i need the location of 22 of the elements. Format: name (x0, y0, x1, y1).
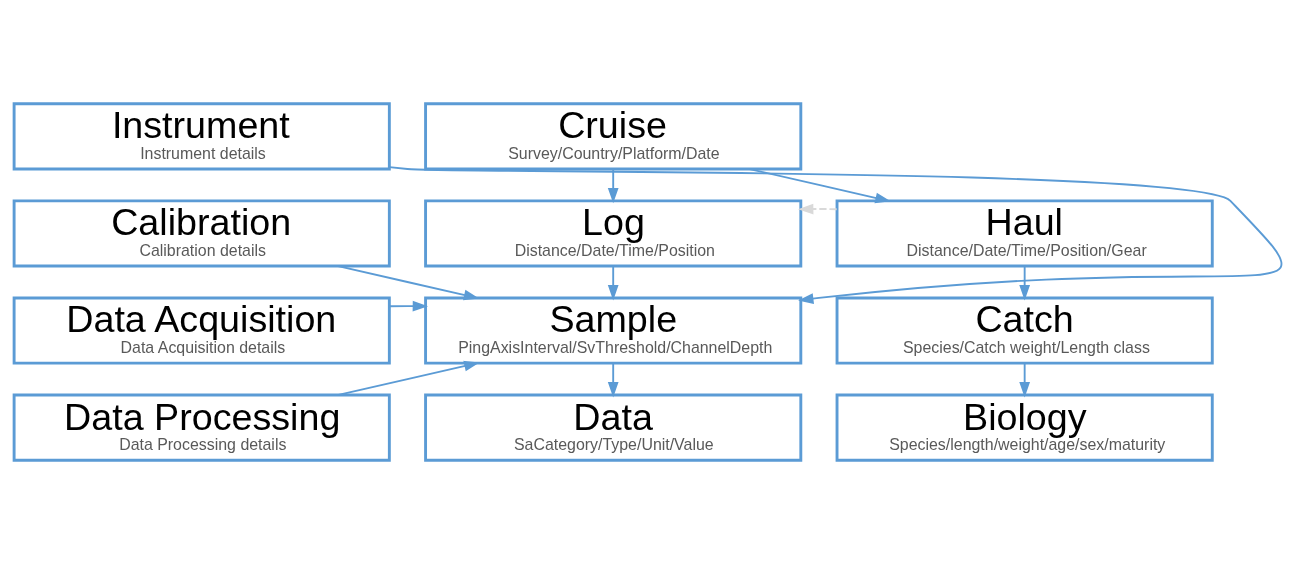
arrow (1019, 264, 1031, 300)
arrow (388, 165, 1283, 304)
node-box: Biology Species/length/weight/age/sex/maturity (835, 393, 1214, 462)
node-box: Cruise Survey/Country/Platform/Date (424, 101, 803, 170)
arrow (337, 360, 480, 396)
arrow (748, 167, 891, 203)
arrow (388, 300, 429, 311)
arrow (798, 203, 838, 214)
node-box: Haul Distance/Date/Time/Position/Gear (835, 198, 1214, 267)
arrow (607, 264, 619, 300)
node-box: Calibration Calibration details (12, 198, 391, 267)
node-box: Data Acquisition Data Acquisition details (12, 296, 391, 365)
node-box: Sample PingAxisInterval/SvThreshold/ChannelDepth (424, 296, 803, 365)
node-box: Catch Species/Catch weight/Length class (835, 296, 1214, 365)
node-box: Instrument Instrument details (12, 101, 391, 170)
arrow (607, 167, 619, 203)
node-box: Data Processing Data Processing details (12, 393, 391, 462)
arrow (337, 264, 480, 300)
node-box: Log Distance/Date/Time/Position (424, 198, 803, 267)
node-box: Data SaCategory/Type/Unit/Value (424, 393, 803, 462)
arrow (1019, 361, 1031, 397)
arrow (607, 361, 619, 397)
